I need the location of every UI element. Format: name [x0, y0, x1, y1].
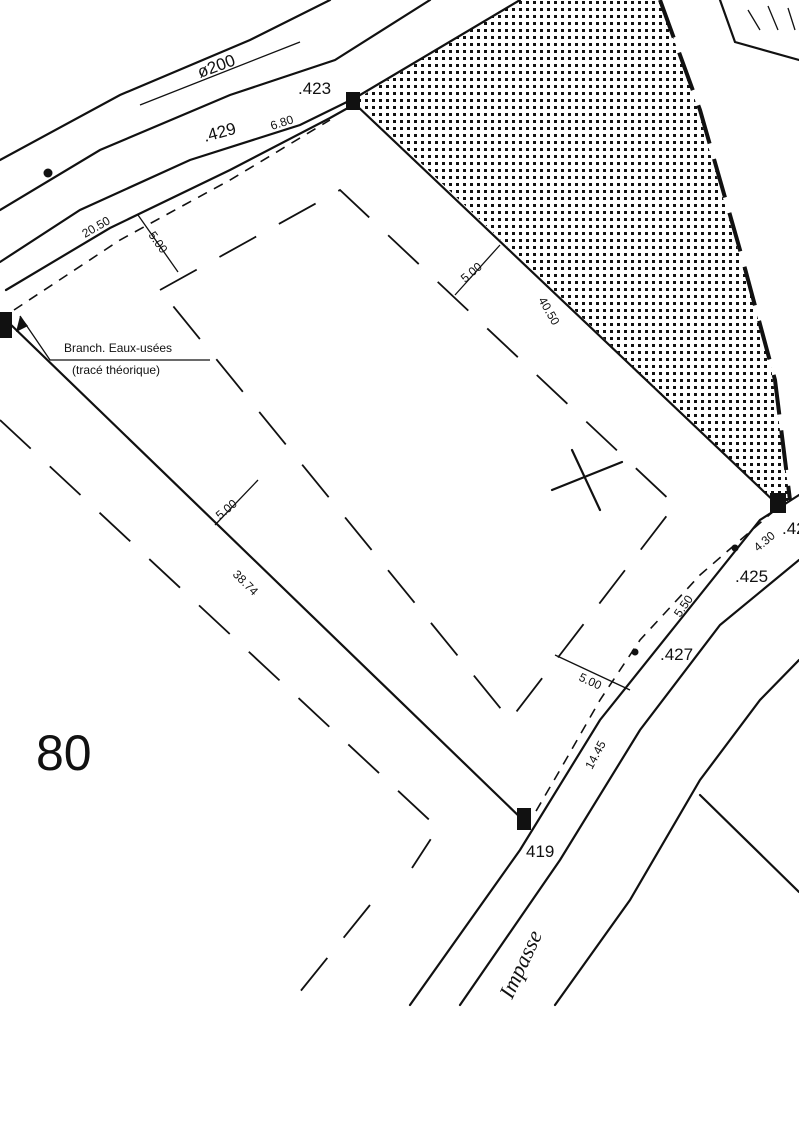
street-name: Impasse — [493, 926, 547, 1003]
dim-south-offset: 5.00 — [213, 496, 240, 522]
boundary-marker-423 — [346, 92, 360, 110]
north-road — [0, 0, 522, 292]
parcel-boundary-dashed-north — [13, 119, 331, 311]
road-node-marker-b — [631, 648, 639, 656]
boundary-marker-east — [770, 493, 786, 513]
building-outline — [718, 0, 799, 62]
note-arrow-icon — [16, 316, 28, 332]
pipe-node-marker — [43, 168, 53, 178]
pipe-line — [139, 41, 301, 106]
note-leader-line — [19, 315, 210, 361]
boundary-marker-west — [0, 312, 12, 338]
parcel-boundary-east — [353, 102, 780, 507]
dim-east-offset: 5.00 — [458, 259, 485, 285]
point-label-429: .429 — [201, 119, 238, 146]
pipe-label: ø200 — [195, 51, 238, 82]
hatched-area — [355, 0, 790, 505]
dim-west-offset: 5.00 — [146, 229, 171, 256]
network-note-line1: Branch. Eaux-usées — [64, 341, 172, 355]
network-note-line2: (tracé théorique) — [72, 363, 160, 377]
building-hatch — [747, 5, 796, 31]
setback-line — [158, 188, 677, 722]
dim-road-offset: 5.00 — [577, 670, 604, 693]
dim-north-edge: 6.80 — [269, 112, 296, 133]
boundary-dashed — [658, 0, 792, 501]
point-label-423: .423 — [298, 79, 331, 98]
parcel-number: 80 — [36, 725, 92, 781]
point-label-425: .425 — [735, 567, 768, 586]
dim-south-edge: 38.74 — [230, 567, 261, 598]
south-road — [408, 493, 799, 1007]
offset-tick-west — [137, 214, 179, 273]
point-label-419: 419 — [526, 842, 554, 861]
centre-cross — [550, 448, 624, 512]
neighbour-dashed-line — [0, 419, 440, 869]
offset-tick-road — [554, 654, 631, 691]
parcel-boundary-dashed-road — [531, 509, 776, 819]
offset-tick-east — [454, 244, 501, 296]
road-node-marker — [731, 544, 739, 552]
dim-east-edge: 40.50 — [535, 295, 562, 328]
point-label-427: .427 — [660, 645, 693, 664]
neighbour-dashed-line-b — [294, 904, 371, 999]
point-label-42x: .42 — [782, 519, 799, 538]
dim-corner: 4.30 — [751, 528, 778, 554]
parcel-boundary-south — [4, 318, 527, 824]
offset-tick-south — [214, 479, 259, 526]
boundary-marker-419 — [517, 808, 531, 830]
